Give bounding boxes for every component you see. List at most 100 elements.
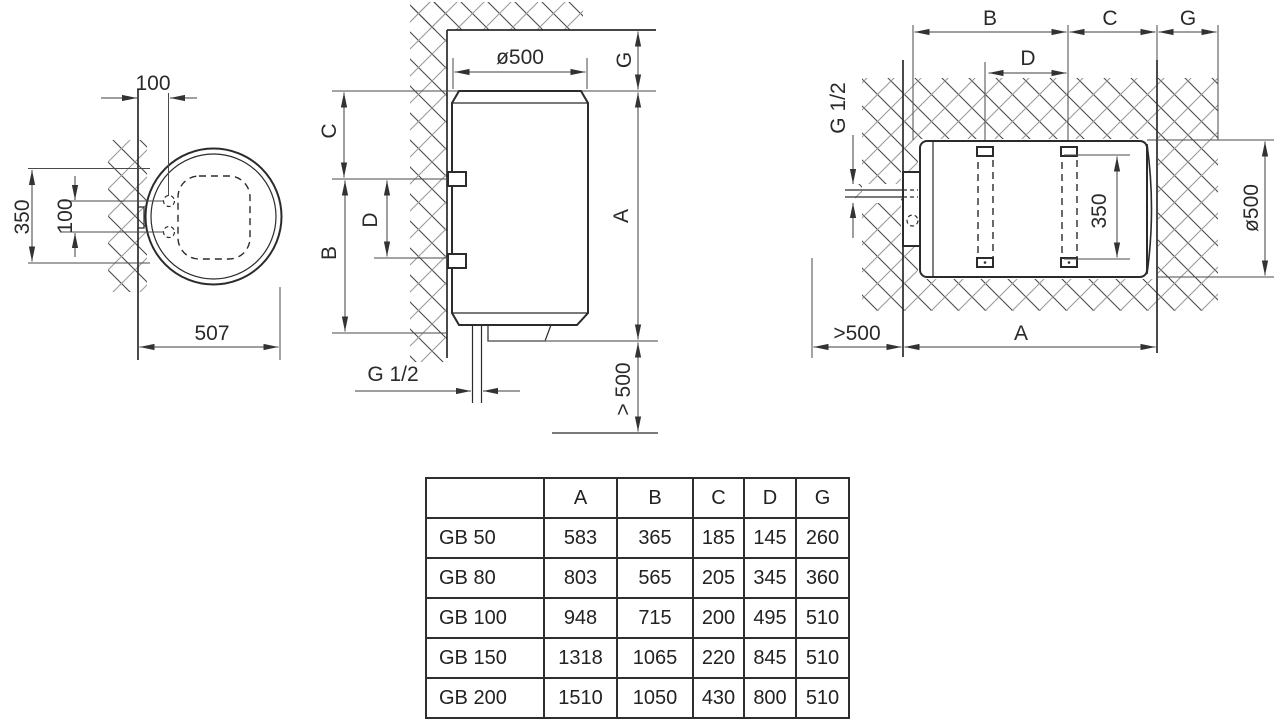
dim-diameter: ø500 [452, 46, 588, 89]
model-cell: GB 80 [425, 557, 545, 599]
value-cell: 565 [616, 557, 694, 599]
dim-label-strap-span: 350 [1088, 193, 1111, 228]
dim-label-diameter: ø500 [1240, 184, 1263, 232]
dim-d: D [359, 180, 391, 257]
inner-tank-dashed [177, 175, 251, 260]
value-cell: 715 [616, 597, 694, 639]
dim-length: A [904, 322, 1156, 351]
dim-label-length: A [1014, 322, 1028, 345]
value-cell: 510 [795, 597, 850, 639]
flange-hole-dashed [906, 214, 919, 227]
mounting-strap-right [1060, 146, 1078, 268]
value-cell: 185 [692, 517, 745, 559]
value-cell: 365 [616, 517, 694, 559]
value-cell: 495 [743, 597, 797, 639]
value-cell: 1318 [543, 637, 618, 679]
model-cell: GB 100 [425, 597, 545, 639]
dim-diameter: ø500 [1147, 139, 1274, 278]
value-cell: 145 [743, 517, 797, 559]
value-cell: 205 [692, 557, 745, 599]
pipe-dashed-continuation [903, 189, 918, 198]
dim-bottom-clearance: > 500 [552, 342, 658, 434]
dimensions-table: A B C D G GB 50 583 365 185 145 260 GB 8… [425, 477, 850, 719]
value-cell: 1050 [616, 677, 694, 719]
front-view: ø500 G C D B A > 500 [318, 2, 658, 434]
dim-top-clearance: G [613, 31, 642, 90]
dim-side-clearance: >500 [811, 258, 902, 358]
value-cell: 510 [795, 637, 850, 679]
value-cell: 1065 [616, 637, 694, 679]
lower-wall-bracket [447, 253, 467, 269]
dim-label-height: A [610, 209, 633, 223]
dim-g: G [1158, 7, 1217, 36]
wall-bracket [138, 206, 145, 229]
heater-outline [919, 140, 1148, 278]
table-row: GB 200 1510 1050 430 800 510 [425, 677, 850, 719]
dim-pipe-thread: G 1/2 [355, 363, 520, 395]
dim-c: C [318, 92, 348, 178]
value-cell: 200 [692, 597, 745, 639]
dim-strap-span: 350 [1064, 154, 1130, 260]
value-cell: 220 [692, 637, 745, 679]
value-cell: 345 [743, 557, 797, 599]
table-row: GB 100 948 715 200 495 510 [425, 597, 850, 639]
value-cell: 803 [543, 557, 618, 599]
wall-hatch [855, 78, 1218, 311]
dim-label-top-clearance: G [613, 52, 636, 68]
dim-label-side-clearance: >500 [833, 322, 880, 345]
dim-label-g: G [1180, 7, 1196, 30]
dim-label-hole-span: 350 [11, 199, 34, 234]
dim-label-pipe-thread: G 1/2 [827, 82, 850, 133]
dim-height: A [610, 92, 642, 340]
dim-label-diameter: ø500 [496, 46, 544, 69]
table-header-c: C [692, 477, 745, 519]
dim-label-hole-gap: 100 [54, 198, 77, 233]
dim-label-depth: 507 [194, 322, 229, 345]
dim-label-d: D [1020, 47, 1035, 70]
heater-outline [451, 90, 589, 326]
table-header-row: A B C D G [425, 477, 850, 519]
heater-inner-shell [150, 153, 277, 280]
dim-label-pipe-thread: G 1/2 [367, 363, 418, 386]
heater-outline [144, 147, 283, 286]
dim-pipe-thread: G 1/2 [827, 82, 857, 238]
bracket-extension-lines [332, 178, 448, 334]
table-row: GB 50 583 365 185 145 260 [425, 517, 850, 559]
dimension-extension-lines [912, 25, 1219, 148]
value-cell: 800 [743, 677, 797, 719]
dim-label-c: C [1102, 7, 1117, 30]
dim-label-c: C [318, 123, 341, 138]
table-header-d: D [743, 477, 797, 519]
connection-pipe [845, 189, 903, 198]
dim-depth: 507 [139, 287, 281, 360]
model-cell: GB 150 [425, 637, 545, 679]
dim-b: B [318, 180, 349, 332]
value-cell: 360 [795, 557, 850, 599]
top-view: 100 350 100 507 [11, 72, 283, 360]
dim-c: C [1069, 7, 1156, 36]
drain-spout [487, 324, 552, 342]
side-view: B C G D G 1/2 350 ø50 [811, 7, 1274, 358]
dim-b: B [914, 7, 1067, 36]
value-cell: 845 [743, 637, 797, 679]
value-cell: 948 [543, 597, 618, 639]
dim-hole-span: 350 [11, 168, 150, 264]
dim-label-wall-offset: 100 [135, 72, 170, 95]
table-row: GB 150 1318 1065 220 845 510 [425, 637, 850, 679]
wall-hatch [410, 2, 447, 362]
table-header-b: B [616, 477, 694, 519]
model-cell: GB 200 [425, 677, 545, 719]
table-header-a: A [543, 477, 618, 519]
table-row: GB 80 803 565 205 345 360 [425, 557, 850, 599]
value-cell: 1510 [543, 677, 618, 719]
mounting-hole-top [162, 194, 176, 208]
upper-wall-bracket [447, 171, 467, 187]
table-header-g: G [795, 477, 850, 519]
mounting-hole-bottom [162, 225, 176, 239]
heater-end-cap [1146, 143, 1153, 275]
dim-label-b: B [983, 7, 997, 30]
wall-hatch [108, 140, 147, 292]
model-cell: GB 50 [425, 517, 545, 559]
value-cell: 260 [795, 517, 850, 559]
